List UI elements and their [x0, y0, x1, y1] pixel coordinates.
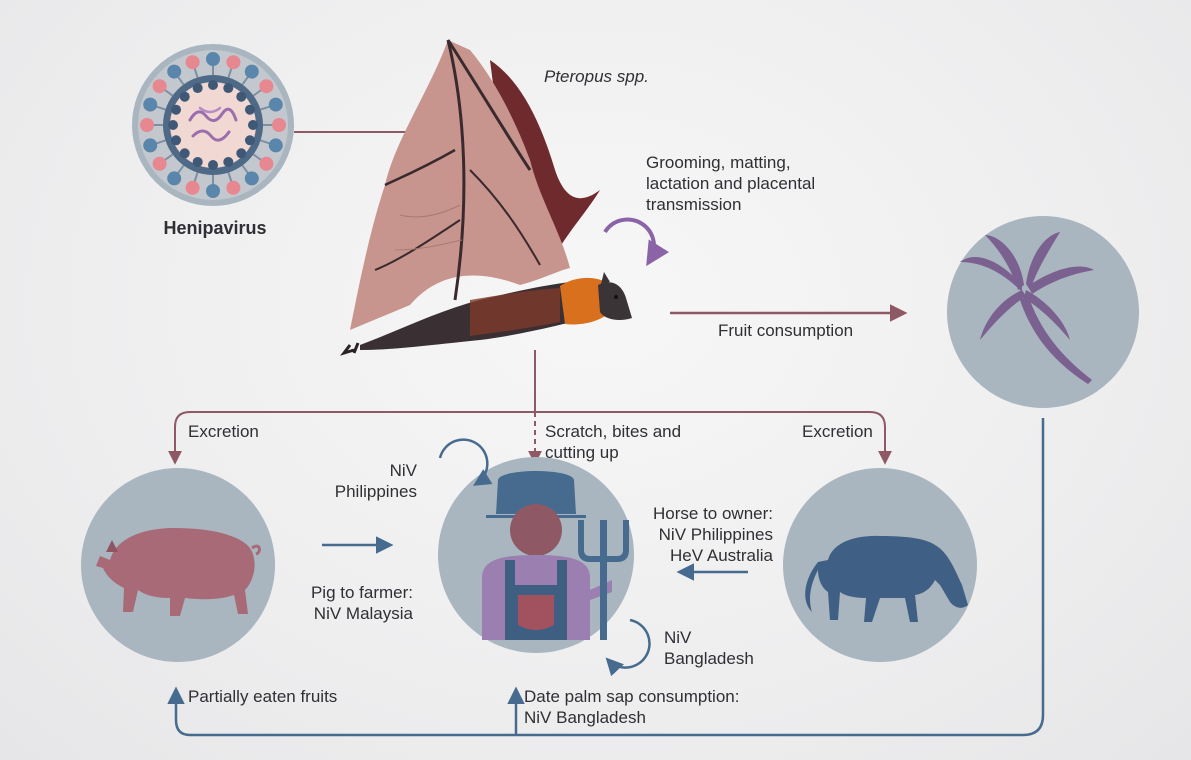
- partially-eaten-fruits-label: Partially eaten fruits: [188, 686, 337, 707]
- grooming-cycle-arrow: [605, 220, 654, 260]
- palm-tree-icon: [947, 216, 1139, 408]
- pig-icon: [81, 468, 275, 662]
- niv-bangladesh-label: NiV Bangladesh: [664, 627, 754, 669]
- scratch-bites-label: Scratch, bites and cutting up: [545, 421, 681, 463]
- excretion-left-arrow: [175, 350, 535, 462]
- virus-icon: [132, 44, 294, 206]
- niv-philippines-label: NiV Philippines: [310, 460, 417, 502]
- horse-to-owner-label: Horse to owner: NiV Philippines HeV Aust…: [620, 503, 773, 566]
- fruit-consumption-label: Fruit consumption: [718, 320, 853, 341]
- excretion-left-label: Excretion: [188, 421, 259, 442]
- pig-to-farmer-label: Pig to farmer: NiV Malaysia: [282, 582, 413, 624]
- date-palm-sap-label: Date palm sap consumption: NiV Banglades…: [524, 686, 739, 728]
- species-label: Pteropus spp.: [544, 66, 649, 87]
- excretion-right-label: Excretion: [802, 421, 873, 442]
- grooming-label: Grooming, matting, lactation and placent…: [646, 152, 815, 215]
- niv-bangladesh-cycle-arrow: [608, 620, 649, 668]
- horse-icon: [783, 468, 977, 662]
- henipavirus-label: Henipavirus: [140, 218, 290, 239]
